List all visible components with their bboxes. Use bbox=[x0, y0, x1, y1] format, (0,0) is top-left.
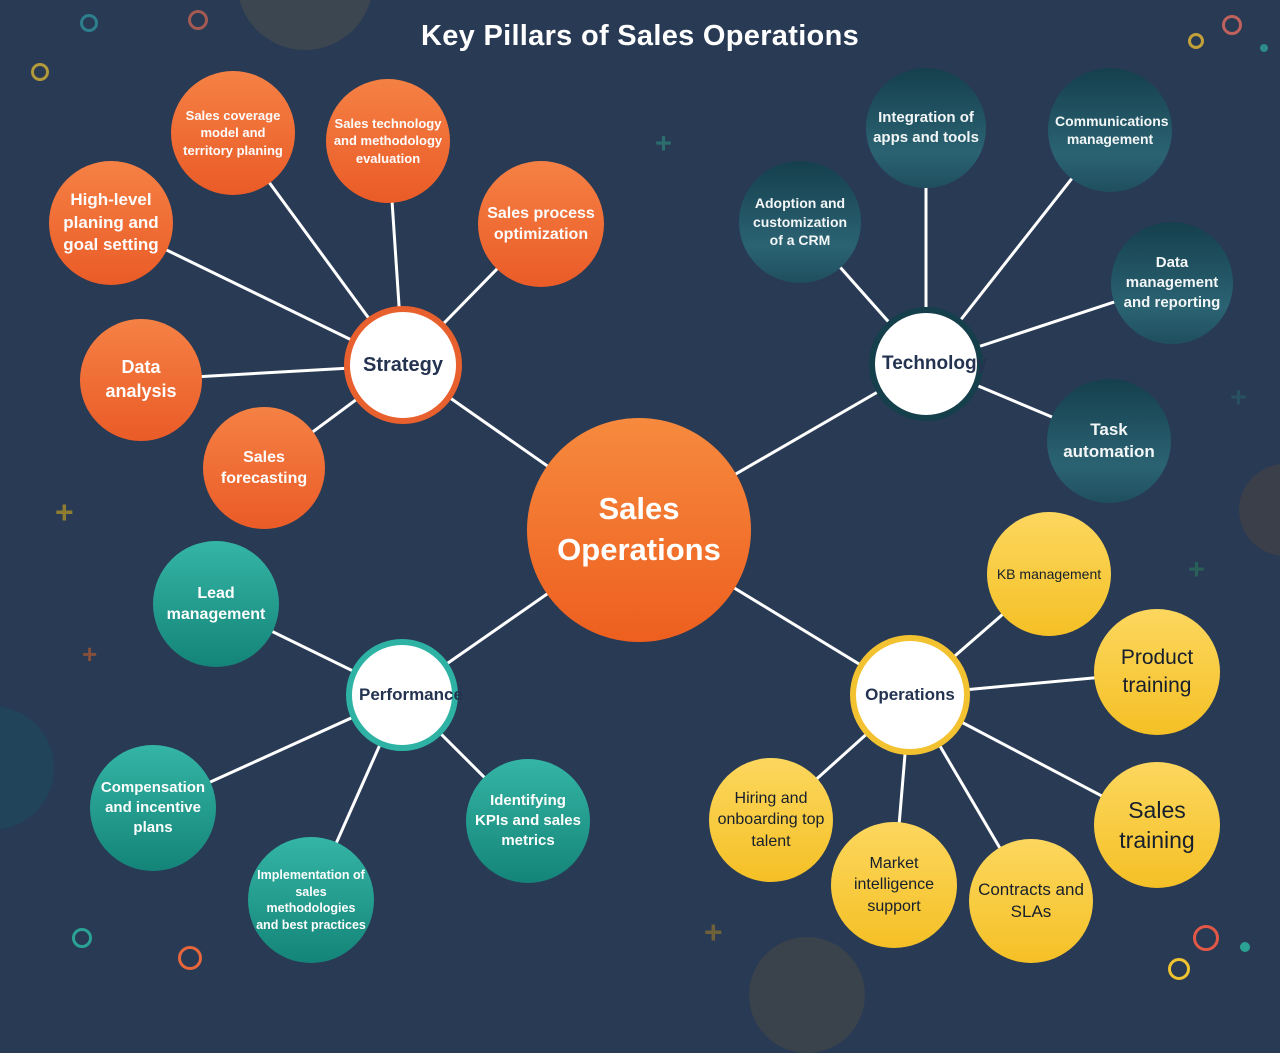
node-contracts-and-slas[interactable]: Contracts and SLAs bbox=[969, 839, 1093, 963]
ring-decoration bbox=[1222, 15, 1242, 35]
node-sales-technology-and-methodology-evaluation[interactable]: Sales technology and methodology evaluat… bbox=[326, 79, 450, 203]
hub-technology-label: Technology bbox=[882, 353, 988, 375]
node-hiring-and-onboarding-top-talent-label: Hiring and onboarding top talent bbox=[717, 790, 825, 850]
hub-performance-label: Performance bbox=[359, 684, 463, 704]
node-market-intelligence-support-label: Market intelligence support bbox=[853, 855, 935, 915]
ring-decoration bbox=[72, 928, 92, 948]
node-compensation-and-incentive-plans-label: Compensation and incentive plans bbox=[100, 779, 206, 836]
dot-decoration bbox=[1240, 942, 1250, 952]
node-implementation-of-sales-methodologies-and-best-practices[interactable]: Implementation of sales methodologies an… bbox=[248, 837, 374, 963]
node-task-automation[interactable]: Task automation bbox=[1047, 379, 1171, 503]
ring-decoration bbox=[31, 63, 49, 81]
node-identifying-kpis-and-sales-metrics-label: Identifying KPIs and sales metrics bbox=[475, 792, 581, 849]
plus-decoration: + bbox=[655, 128, 672, 160]
node-sales-process-optimization-label: Sales process optimization bbox=[487, 204, 595, 243]
center-node-sales-operations[interactable]: Sales Operations bbox=[527, 418, 751, 642]
mindmap-canvas: Key Pillars of Sales Operations Sales Op… bbox=[31, 0, 1280, 1053]
node-high-level-planing-and-goal-setting[interactable]: High-level planing and goal setting bbox=[49, 161, 173, 285]
node-kb-management[interactable]: KB management bbox=[987, 512, 1111, 636]
hub-strategy-label: Strategy bbox=[362, 353, 444, 376]
plus-decoration: + bbox=[55, 494, 74, 530]
plus-decoration: + bbox=[704, 914, 723, 950]
node-hiring-and-onboarding-top-talent[interactable]: Hiring and onboarding top talent bbox=[709, 758, 833, 882]
node-sales-forecasting[interactable]: Sales forecasting bbox=[203, 407, 325, 529]
node-adoption-and-customization-of-a-crm-label: Adoption and customization of a CRM bbox=[752, 195, 848, 249]
node-sales-process-optimization[interactable]: Sales process optimization bbox=[478, 161, 604, 287]
node-integration-of-apps-and-tools-label: Integration of apps and tools bbox=[873, 109, 979, 146]
node-task-automation-label: Task automation bbox=[1063, 419, 1155, 461]
ring-decoration bbox=[188, 10, 208, 30]
node-product-training[interactable]: Product training bbox=[1094, 609, 1220, 735]
center-node-sales-operations-label: Sales Operations bbox=[557, 491, 721, 567]
node-integration-of-apps-and-tools[interactable]: Integration of apps and tools bbox=[866, 68, 986, 188]
dot-decoration bbox=[1260, 44, 1268, 52]
hub-strategy[interactable]: Strategy bbox=[344, 306, 462, 424]
node-implementation-of-sales-methodologies-and-best-practices-label: Implementation of sales methodologies an… bbox=[256, 868, 366, 932]
ring-decoration bbox=[178, 946, 202, 970]
node-adoption-and-customization-of-a-crm[interactable]: Adoption and customization of a CRM bbox=[739, 161, 861, 283]
hub-operations-label: Operations bbox=[865, 684, 955, 704]
node-data-analysis[interactable]: Data analysis bbox=[80, 319, 202, 441]
node-kb-management-label: KB management bbox=[996, 565, 1102, 582]
node-communications-management-label: Communications management bbox=[1055, 112, 1169, 147]
node-sales-training-label: Sales training bbox=[1119, 796, 1195, 853]
plus-decoration: + bbox=[1188, 554, 1205, 586]
hub-operations[interactable]: Operations bbox=[850, 635, 970, 755]
node-product-training-label: Product training bbox=[1120, 646, 1194, 697]
plus-decoration: + bbox=[1230, 382, 1247, 414]
node-contracts-and-slas-label: Contracts and SLAs bbox=[978, 879, 1084, 921]
node-identifying-kpis-and-sales-metrics[interactable]: Identifying KPIs and sales metrics bbox=[466, 759, 590, 883]
page-title: Key Pillars of Sales Operations bbox=[420, 20, 860, 52]
node-sales-forecasting-label: Sales forecasting bbox=[220, 448, 308, 487]
node-lead-management[interactable]: Lead management bbox=[153, 541, 279, 667]
ring-decoration bbox=[1193, 925, 1219, 951]
node-sales-technology-and-methodology-evaluation-label: Sales technology and methodology evaluat… bbox=[333, 116, 443, 166]
node-market-intelligence-support[interactable]: Market intelligence support bbox=[831, 822, 957, 948]
node-compensation-and-incentive-plans[interactable]: Compensation and incentive plans bbox=[90, 745, 216, 871]
node-sales-coverage-model-and-territory-planing[interactable]: Sales coverage model and territory plani… bbox=[171, 71, 295, 195]
node-communications-management[interactable]: Communications management bbox=[1048, 68, 1172, 192]
ring-decoration bbox=[1188, 33, 1204, 49]
node-data-management-and-reporting-label: Data management and reporting bbox=[1123, 254, 1221, 311]
ring-decoration bbox=[1168, 958, 1190, 980]
node-sales-training[interactable]: Sales training bbox=[1094, 762, 1220, 888]
hub-performance[interactable]: Performance bbox=[346, 639, 463, 751]
node-sales-coverage-model-and-territory-planing-label: Sales coverage model and territory plani… bbox=[183, 108, 283, 158]
node-lead-management-label: Lead management bbox=[166, 584, 266, 623]
node-high-level-planing-and-goal-setting-label: High-level planing and goal setting bbox=[63, 190, 159, 255]
node-data-management-and-reporting[interactable]: Data management and reporting bbox=[1111, 222, 1233, 344]
plus-decoration: + bbox=[82, 639, 98, 669]
ring-decoration bbox=[80, 14, 98, 32]
node-data-analysis-label: Data analysis bbox=[105, 357, 177, 401]
hub-technology[interactable]: Technology bbox=[869, 307, 988, 421]
